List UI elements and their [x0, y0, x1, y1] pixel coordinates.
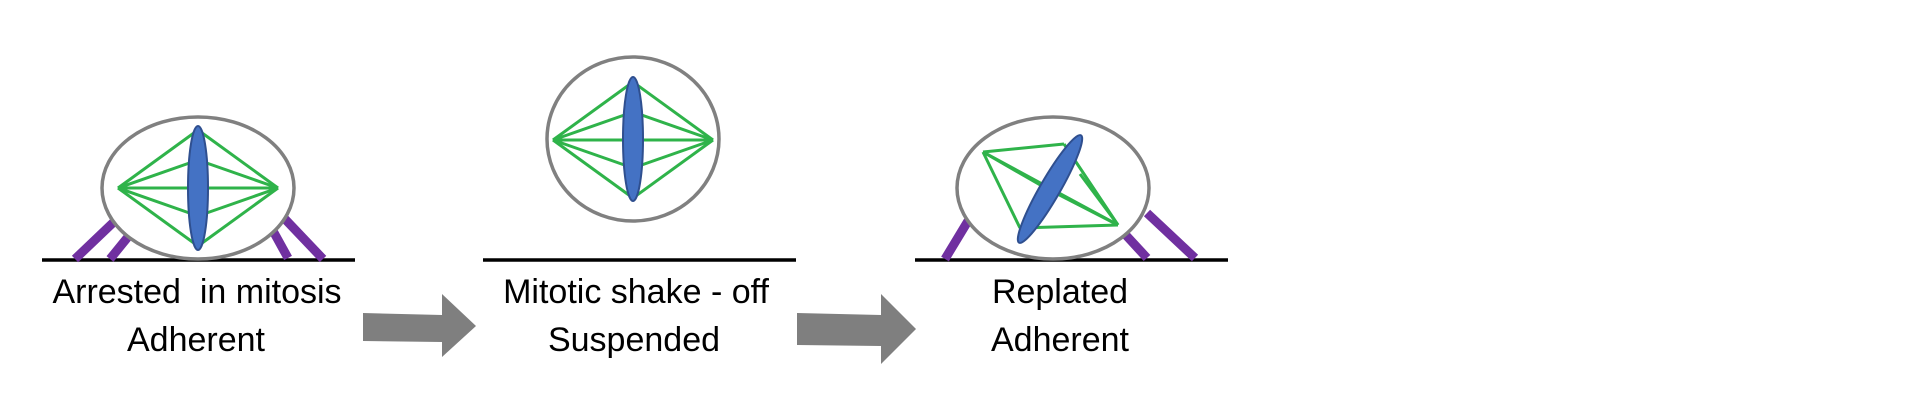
stage-1-label-line1: Arrested in mitosis [52, 273, 341, 311]
chromosomes [622, 76, 644, 202]
adhesion-fibers [941, 209, 1199, 262]
stage-3-label-line1: Replated [992, 273, 1128, 311]
arrow-right-icon [363, 294, 476, 357]
stage-2-label-line2: Suspended [548, 321, 720, 359]
stage-shake-off: Mitotic shake - off Suspended [483, 55, 796, 359]
chromosomes [187, 125, 209, 251]
stage-2-label-line1: Mitotic shake - off [503, 273, 769, 311]
stage-arrested: Arrested in mitosis Adherent [42, 115, 355, 359]
chromosomes [1016, 134, 1084, 244]
stage-replated: Replated Adherent [915, 115, 1228, 359]
mitotic-spindle [117, 128, 279, 248]
arrow-right-icon [797, 294, 916, 364]
mitotic-spindle [552, 80, 714, 200]
adhesion-fibers [71, 214, 327, 263]
stage-1-label-line2: Adherent [127, 321, 266, 359]
stage-3-label-line2: Adherent [991, 321, 1130, 359]
